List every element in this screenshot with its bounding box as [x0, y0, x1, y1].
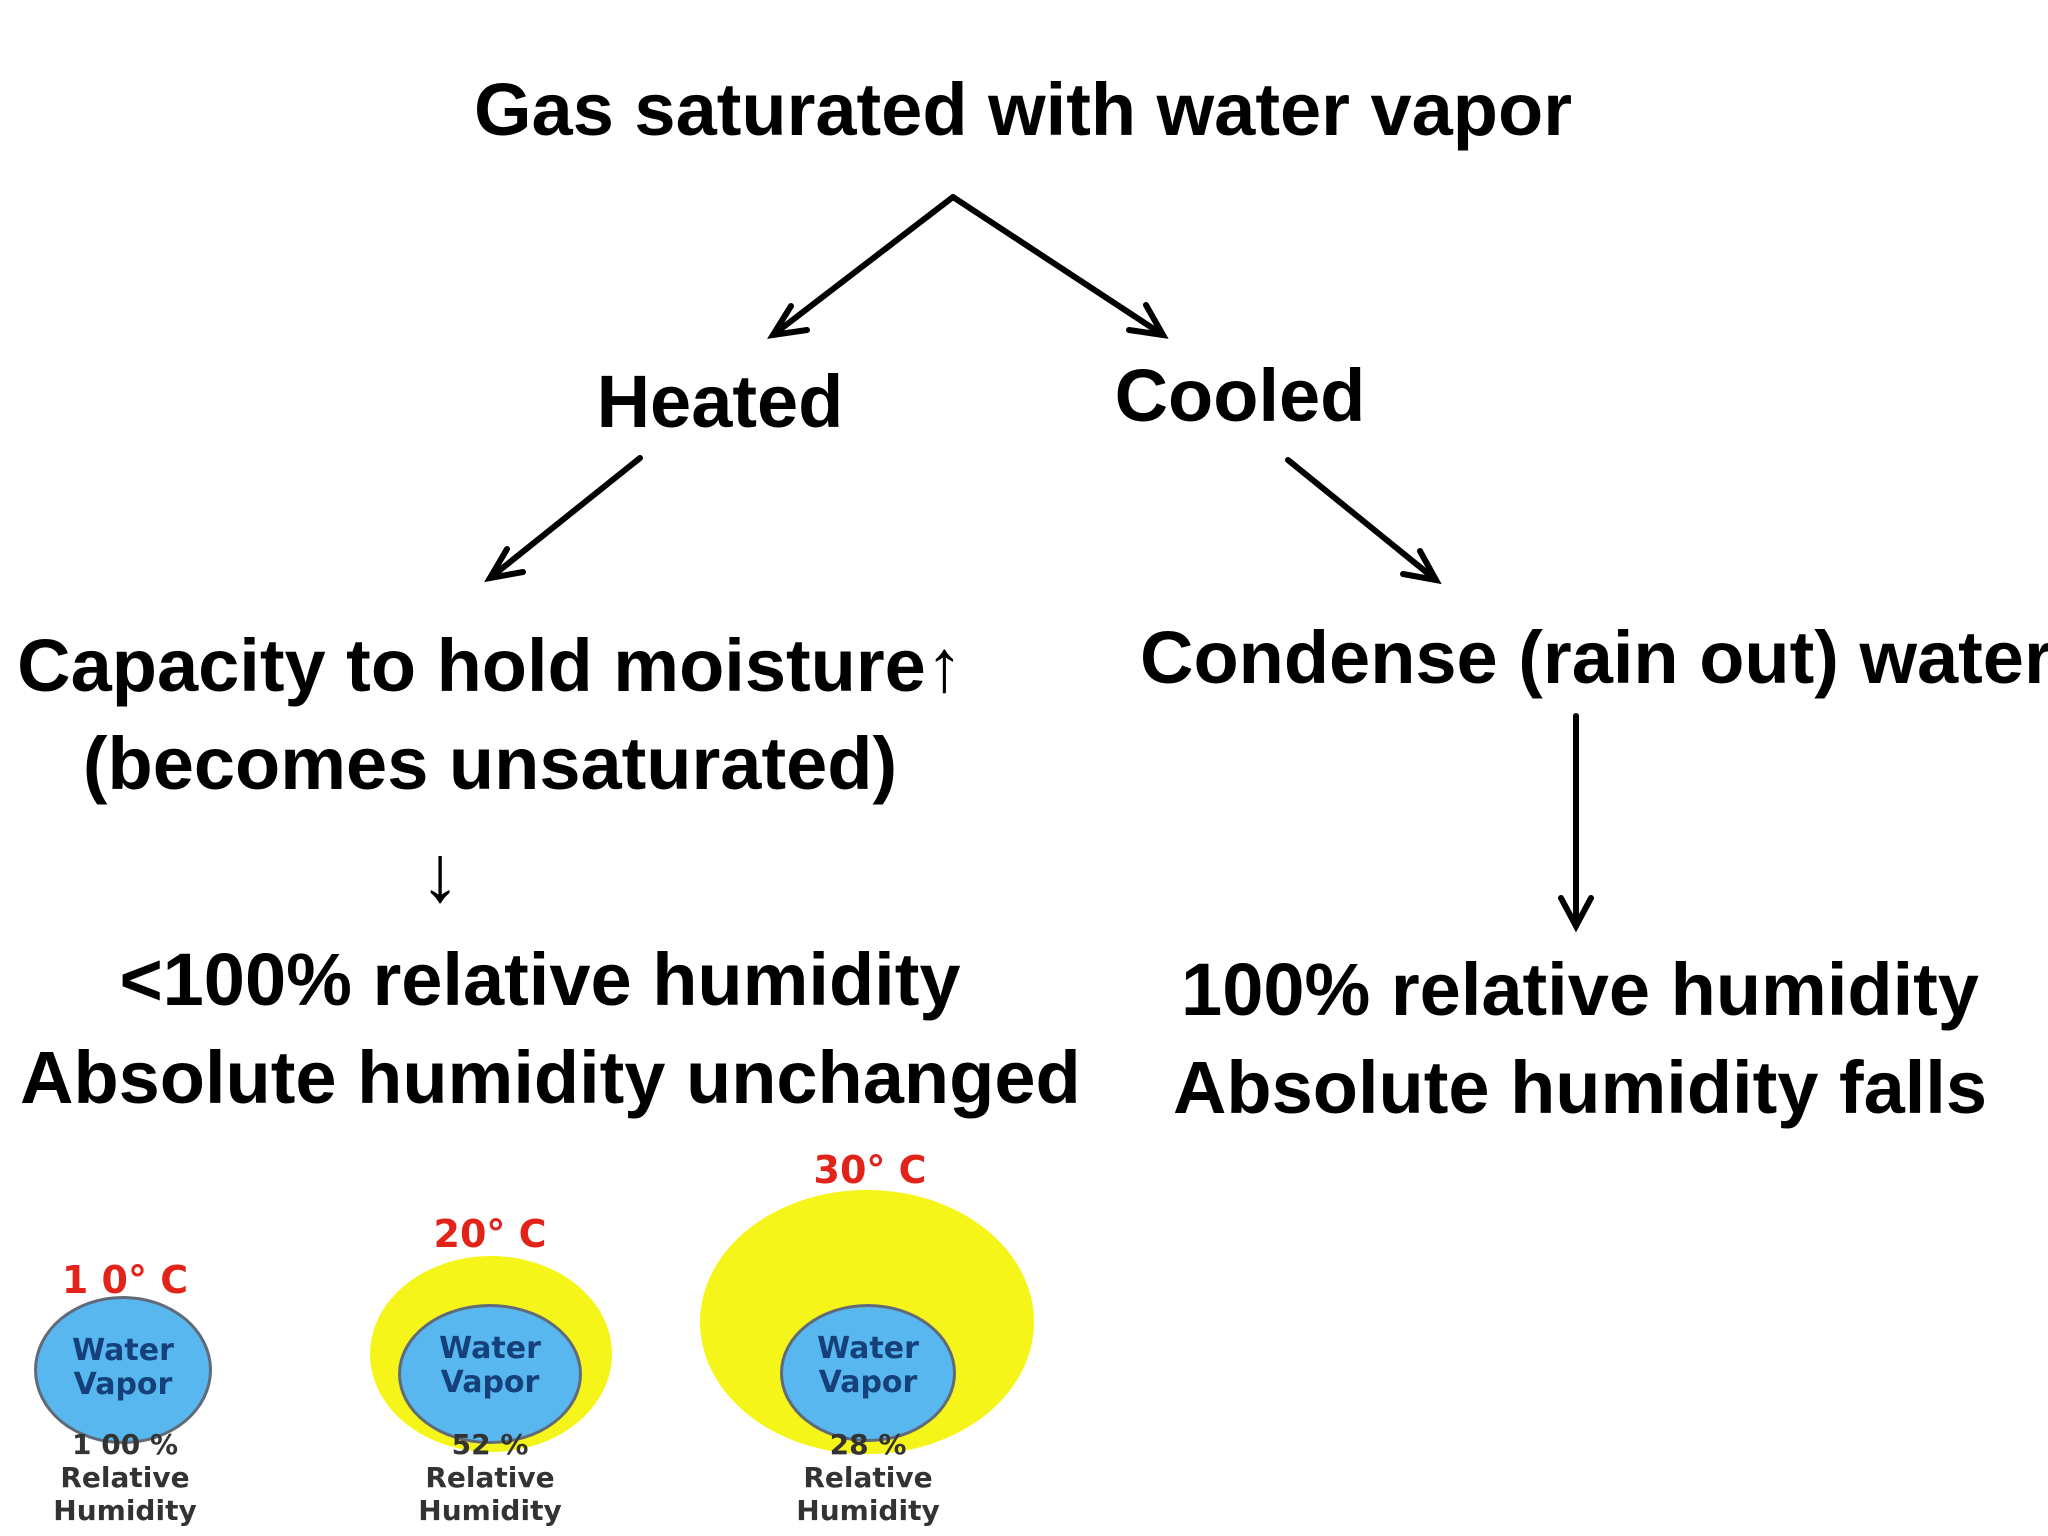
rh-value: 28 %: [829, 1428, 907, 1461]
temperature-label: 20° C: [433, 1212, 547, 1256]
rh-value: 52 %: [451, 1428, 529, 1461]
temperature-label: 30° C: [813, 1148, 927, 1192]
down-arrow-glyph: ↓: [420, 829, 460, 918]
rh-label-humidity: Humidity: [53, 1494, 197, 1527]
rh-label-relative: Relative: [60, 1461, 190, 1494]
rh-label-humidity: Humidity: [418, 1494, 562, 1527]
vapor-label-line2: Vapor: [73, 1367, 173, 1402]
vapor-label-line2: Vapor: [440, 1365, 540, 1400]
water-vapor-circle: [398, 1304, 582, 1444]
relative-humidity-label: 52 % Relative Humidity: [385, 1428, 595, 1527]
vapor-label-line2: Vapor: [818, 1365, 918, 1400]
heated-outcome-rh: <100% relative humidity: [119, 938, 961, 1021]
heated-outcome-ah: Absolute humidity unchanged: [20, 1036, 1081, 1119]
vapor-label-line1: Water: [439, 1331, 541, 1366]
water-vapor-label: Water Vapor: [34, 1334, 212, 1402]
cooled-outcome-rh: 100% relative humidity: [1181, 948, 1979, 1031]
water-vapor-label: Water Vapor: [398, 1332, 582, 1400]
cooled-outcome-ah: Absolute humidity falls: [1172, 1046, 1988, 1129]
relative-humidity-label: 28 % Relative Humidity: [763, 1428, 973, 1527]
heated-node: Heated: [596, 360, 844, 443]
arrow-to-condense: [1285, 457, 1442, 585]
water-vapor-circle: [34, 1296, 212, 1444]
condense-node: Condense (rain out) water: [1140, 616, 2048, 699]
capacity-line: Capacity to hold moisture↑: [17, 624, 963, 707]
cooled-node: Cooled: [1114, 354, 1366, 437]
rh-label-humidity: Humidity: [796, 1494, 940, 1527]
water-vapor-circle: [780, 1304, 956, 1442]
arrow-to-heated: [767, 194, 956, 339]
arrow-down-to-outcome: [1558, 713, 1594, 933]
rh-label-relative: Relative: [425, 1461, 555, 1494]
root-node: Gas saturated with water vapor: [474, 68, 1573, 151]
vapor-label-line1: Water: [72, 1333, 174, 1368]
arrow-to-capacity: [484, 455, 643, 583]
arrow-to-cooled: [950, 194, 1169, 339]
vapor-label-line1: Water: [817, 1331, 919, 1366]
rh-label-relative: Relative: [803, 1461, 933, 1494]
rh-value: 1 00 %: [72, 1428, 178, 1461]
relative-humidity-label: 1 00 % Relative Humidity: [20, 1428, 230, 1527]
temperature-label: 1 0° C: [61, 1258, 189, 1302]
unsaturated-line: (becomes unsaturated): [82, 722, 898, 805]
water-vapor-label: Water Vapor: [780, 1332, 956, 1400]
